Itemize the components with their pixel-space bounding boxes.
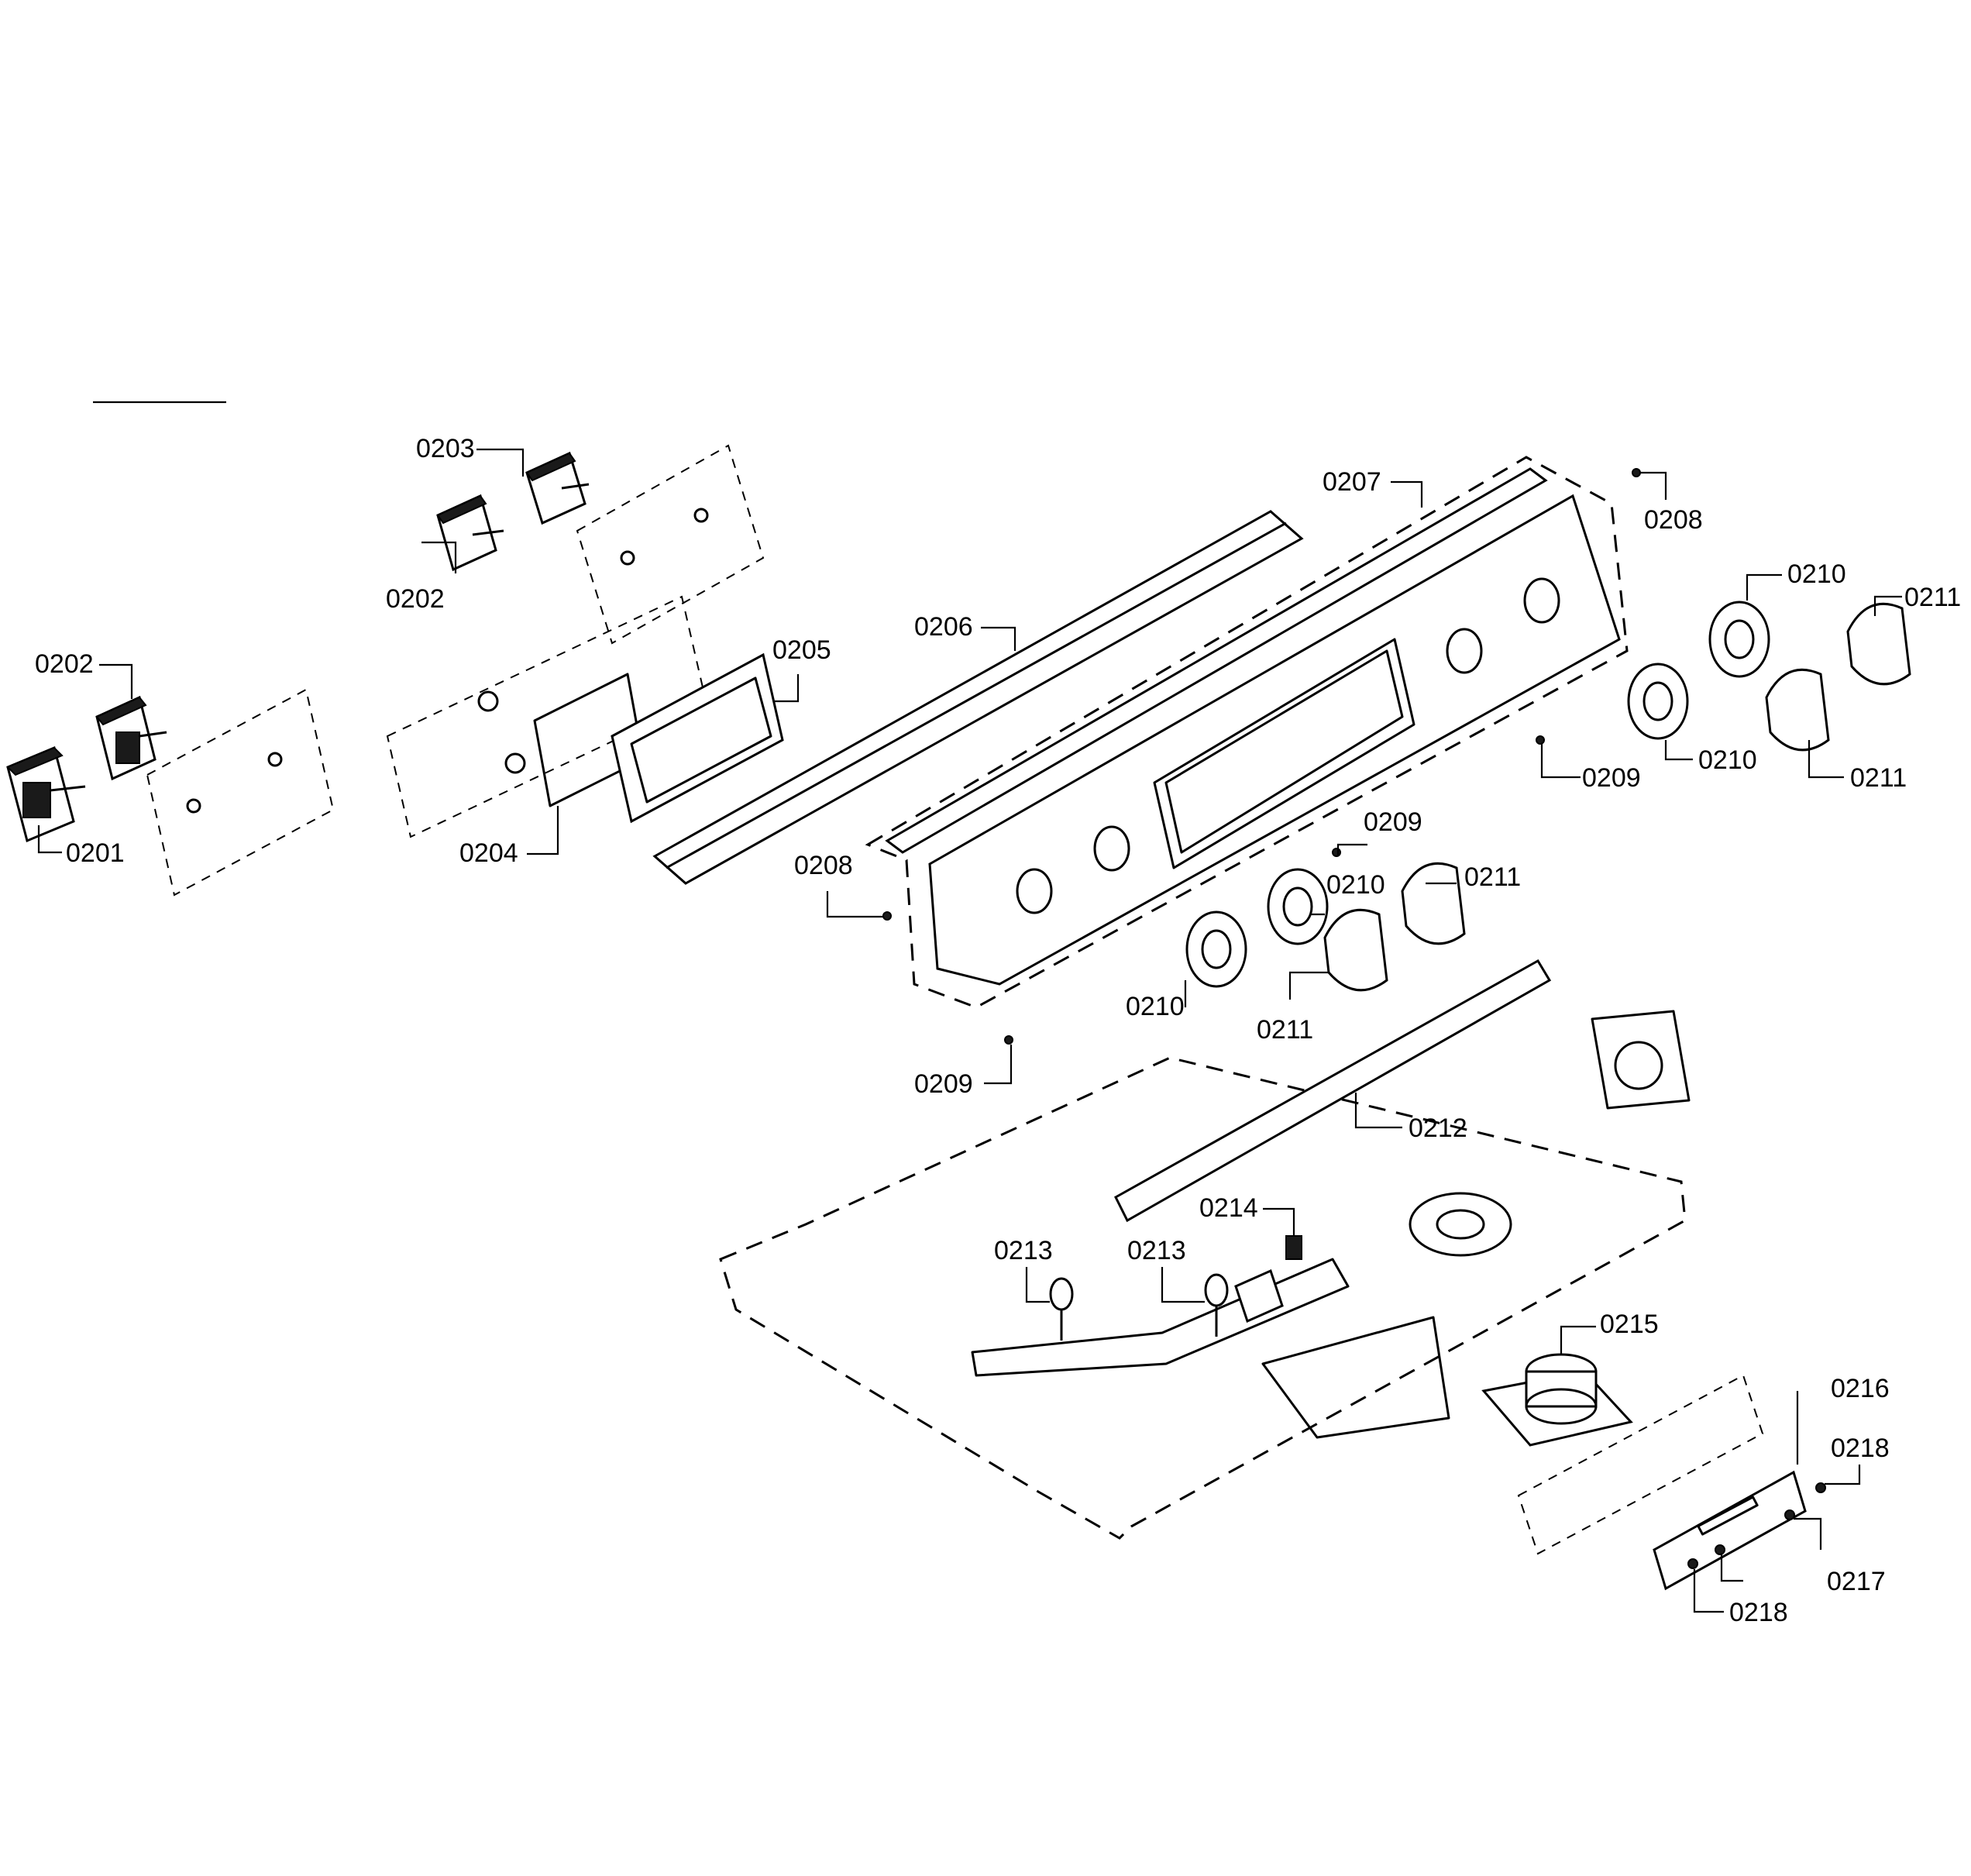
motor-0215 bbox=[1481, 1353, 1633, 1447]
label-0205: 0205 bbox=[772, 635, 831, 665]
panel-knob-hole bbox=[1016, 868, 1053, 914]
label-0218-top: 0218 bbox=[1831, 1434, 1890, 1463]
callout-labels: 0201 0202 0202 0203 0204 0205 0206 0207 … bbox=[35, 434, 1961, 1627]
switch-0203 bbox=[525, 451, 590, 525]
label-0208-right: 0208 bbox=[1644, 505, 1703, 535]
screw-0217 bbox=[1784, 1509, 1795, 1520]
label-0209-right: 0209 bbox=[1582, 763, 1641, 793]
knob-0211-3 bbox=[1765, 668, 1830, 752]
label-0210-mid: 0210 bbox=[1326, 870, 1385, 900]
bracket-0212 bbox=[1114, 959, 1552, 1223]
label-0207: 0207 bbox=[1323, 467, 1381, 497]
mid-left-switch-group bbox=[386, 444, 784, 838]
label-0212: 0212 bbox=[1409, 1114, 1467, 1143]
base-chassis bbox=[719, 959, 1691, 1540]
panel-top-strip bbox=[885, 467, 1548, 854]
label-0206: 0206 bbox=[914, 612, 973, 642]
label-0211-mid: 0211 bbox=[1464, 862, 1521, 892]
label-0208-left: 0208 bbox=[794, 851, 853, 880]
label-0202-left: 0202 bbox=[35, 649, 94, 679]
label-0209-bottom: 0209 bbox=[914, 1069, 973, 1099]
mounting-plate-left bbox=[146, 688, 335, 897]
motor-mount-plate bbox=[1591, 1010, 1691, 1110]
screw-0218-top bbox=[1815, 1482, 1826, 1493]
screw-0209-bottom bbox=[1004, 1035, 1013, 1045]
panel-display-window bbox=[1153, 638, 1415, 869]
base-dashed-outline bbox=[719, 1056, 1687, 1540]
label-0216: 0216 bbox=[1831, 1374, 1890, 1403]
screw-0217-lower bbox=[1715, 1544, 1725, 1555]
panel-knob-hole bbox=[1523, 577, 1560, 624]
display-0205 bbox=[611, 652, 784, 824]
label-0204: 0204 bbox=[459, 838, 518, 868]
label-0218-bottom: 0218 bbox=[1729, 1598, 1788, 1627]
bezel-0210-4 bbox=[1708, 601, 1770, 678]
strip-0206 bbox=[652, 510, 1304, 885]
label-0202-upper: 0202 bbox=[386, 584, 445, 614]
plate-hole bbox=[186, 798, 201, 814]
panel-knob-hole bbox=[1446, 628, 1483, 674]
panel-face bbox=[928, 494, 1621, 986]
switch-0201 bbox=[6, 745, 86, 843]
label-0209-mid: 0209 bbox=[1364, 807, 1422, 837]
screw-0208-right bbox=[1632, 468, 1641, 477]
knob-0211-4 bbox=[1846, 602, 1911, 686]
clip-0213-2 bbox=[1204, 1273, 1229, 1337]
label-0213-right: 0213 bbox=[1127, 1236, 1186, 1265]
label-0213-left: 0213 bbox=[994, 1236, 1053, 1265]
screw-0209-right bbox=[1536, 735, 1545, 745]
panel-knob-hole bbox=[1093, 825, 1130, 872]
screw-0208-left bbox=[882, 911, 892, 921]
bezel-0210-2 bbox=[1267, 868, 1329, 945]
knob-0211-1 bbox=[1323, 908, 1388, 992]
clip-0213-1 bbox=[1049, 1277, 1074, 1341]
duct-lower bbox=[1261, 1316, 1450, 1439]
duct bbox=[971, 1258, 1350, 1377]
label-0215: 0215 bbox=[1600, 1310, 1659, 1339]
knob-0211-2 bbox=[1401, 862, 1466, 945]
label-0214: 0214 bbox=[1199, 1193, 1258, 1223]
screw-0209-mid bbox=[1332, 848, 1341, 857]
control-panel-0207 bbox=[865, 456, 1629, 1009]
label-0211-right-lower: 0211 bbox=[1850, 763, 1907, 793]
label-0210-right-lower: 0210 bbox=[1698, 745, 1757, 775]
bezel-0210-3 bbox=[1627, 663, 1689, 740]
switch-0202-upper bbox=[436, 494, 504, 572]
thermostat-0214 bbox=[1234, 1235, 1302, 1324]
label-0201: 0201 bbox=[66, 838, 125, 868]
fan-housing bbox=[1409, 1192, 1512, 1257]
bezel-0210-1 bbox=[1185, 910, 1247, 988]
mounting-plate-upper bbox=[576, 444, 765, 645]
label-0210-right-upper: 0210 bbox=[1787, 559, 1846, 589]
label-0217: 0217 bbox=[1827, 1567, 1886, 1596]
plate-hole bbox=[267, 752, 283, 767]
leader-lines bbox=[37, 448, 1902, 1613]
label-0211-lower: 0211 bbox=[1257, 1015, 1313, 1045]
switch-0202-left bbox=[95, 695, 167, 781]
label-0211-right-upper: 0211 bbox=[1904, 583, 1961, 612]
label-0203: 0203 bbox=[416, 434, 475, 463]
panel-dashed-outline bbox=[865, 456, 1629, 1009]
left-switch-group bbox=[6, 688, 335, 897]
screw-0218-bottom bbox=[1687, 1558, 1698, 1569]
label-0210-lower: 0210 bbox=[1126, 992, 1185, 1021]
panel-display-inner bbox=[1164, 649, 1404, 854]
